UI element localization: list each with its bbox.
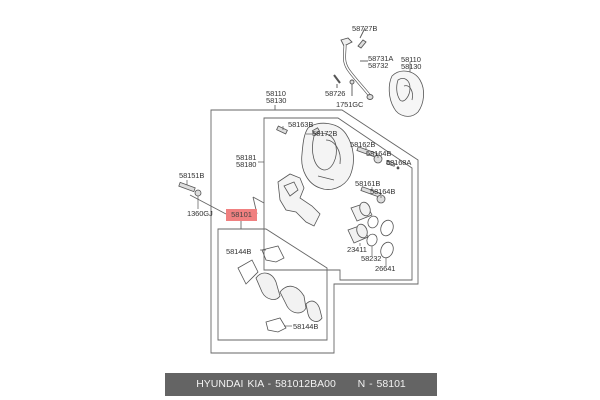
label-58164b-upper: 58164B: [366, 149, 392, 158]
caliper-frame: [263, 117, 413, 281]
label-58180: 58180: [236, 160, 257, 169]
boot-ring-lower: [380, 241, 394, 259]
label-58110-main: 58110: [266, 89, 286, 98]
label-58162b: 58162B: [350, 140, 376, 149]
banner-brand-part: HYUNDAI KIA - 581012BA00: [196, 378, 336, 390]
label-58144b-lower: 58144B: [293, 322, 319, 331]
highlighted-part-58101[interactable]: 58101: [226, 209, 257, 221]
pad-inner: [255, 272, 281, 300]
pad-shim: [305, 300, 323, 322]
label-1360gj: 1360GJ: [187, 209, 213, 218]
label-58232: 58232: [361, 254, 382, 263]
label-58732: 58732: [368, 61, 389, 70]
label-26641: 26641: [375, 264, 396, 273]
label-58727b: 58727B: [352, 24, 378, 33]
label-23411: 23411: [347, 245, 367, 254]
pad-backing-plate: [237, 259, 259, 285]
pad-shim-lower-sketch: [265, 317, 287, 333]
bleeder-valve: [386, 160, 396, 167]
seal-upper: [367, 215, 379, 229]
seal-lower: [366, 233, 378, 247]
label-58163b: 58163B: [288, 120, 314, 129]
label-58130-top: 58130: [401, 62, 422, 71]
part-number-banner: HYUNDAI KIA - 581012BA00 N - 58101: [165, 373, 437, 396]
label-58151b: 58151B: [179, 171, 205, 180]
mount-washer: [194, 189, 202, 197]
boot-ring-upper: [380, 219, 394, 237]
bleeder-cap: [311, 127, 321, 135]
caliper-bracket: [277, 173, 321, 227]
label-58144b-upper: 58144B: [226, 247, 252, 256]
label-58181: 58181: [236, 153, 257, 162]
caliper-body: [301, 122, 354, 190]
label-58731a: 58731A: [368, 54, 394, 63]
banner-ref: N - 58101: [357, 378, 406, 390]
label-58726: 58726: [325, 89, 346, 98]
pad-kit-frame: [217, 228, 328, 341]
label-1751gc: 1751GC: [336, 100, 364, 109]
label-58168a: 58168A: [386, 158, 412, 167]
outer-frame: [210, 109, 419, 354]
guide-bolt-upper: [276, 125, 288, 135]
label-58161b: 58161B: [355, 179, 381, 188]
label-58110-top: 58110: [401, 55, 421, 64]
caliper-top-sketch: [388, 62, 424, 117]
label-58130-main: 58130: [266, 96, 287, 105]
boot-lower: [376, 194, 386, 204]
label-58164b-lower: 58164B: [370, 187, 396, 196]
label-58172b: 58172B: [312, 129, 338, 138]
brake-hose-assembly: [333, 27, 374, 100]
pad-outer: [279, 285, 307, 314]
mount-bolt: [178, 181, 196, 193]
pad-shim-upper-sketch: [261, 245, 285, 263]
